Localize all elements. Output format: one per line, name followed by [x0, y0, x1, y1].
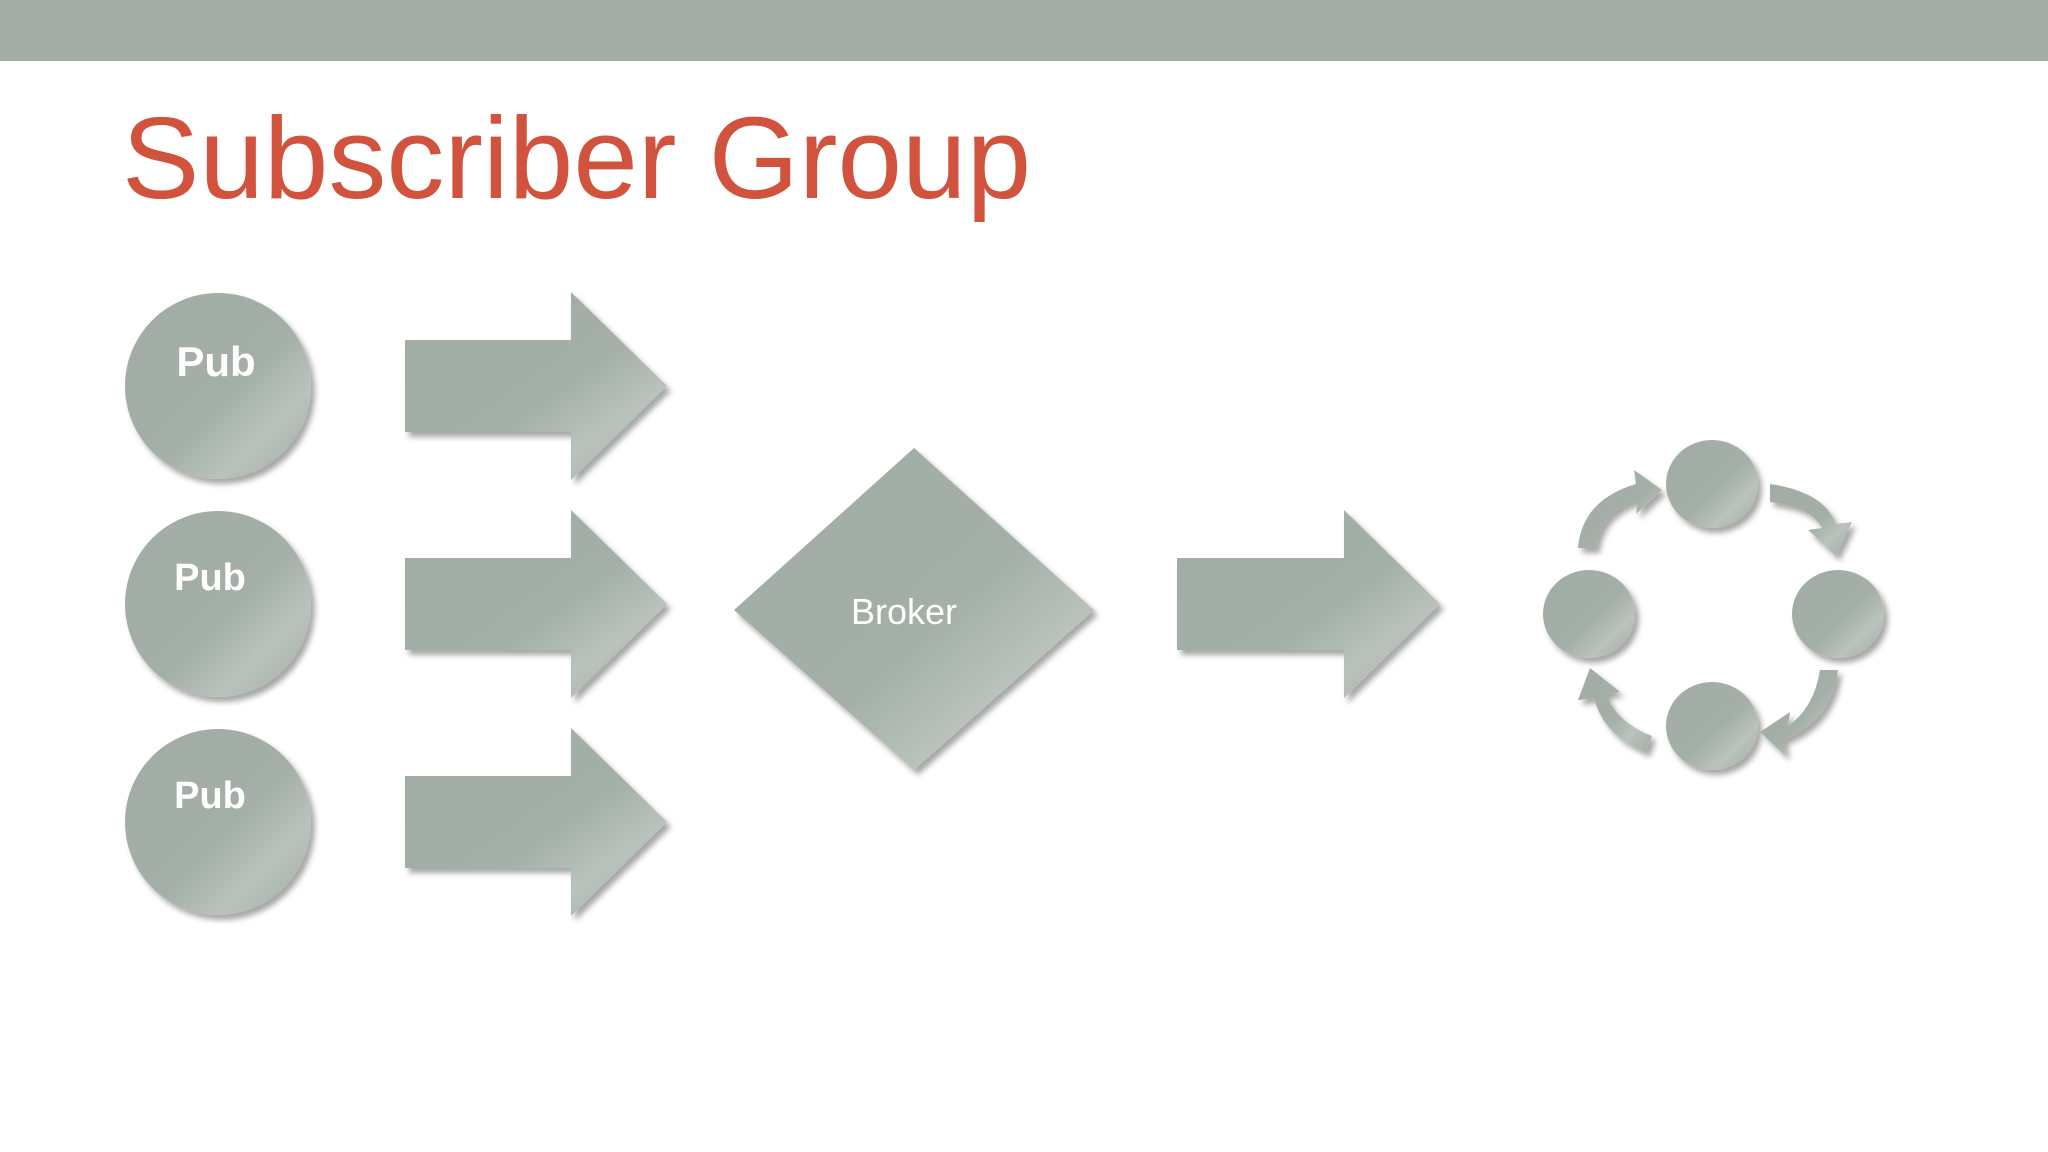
publisher-node-3: [125, 729, 311, 915]
publish-arrow-2: [405, 510, 667, 698]
subscriber-node-right: [1792, 570, 1884, 658]
subscriber-node-bottom: [1666, 682, 1758, 770]
cycle-arrow-top-right: [1770, 484, 1852, 556]
publisher-label-1: Pub: [176, 338, 255, 385]
subscriber-node-top: [1666, 440, 1758, 528]
slide-title: Subscriber Group: [122, 93, 1032, 223]
top-bar: [0, 0, 2048, 61]
cycle-arrow-top-left: [1578, 470, 1662, 548]
subscriber-group-cycle: [1543, 440, 1884, 770]
publisher-label-2: Pub: [174, 557, 246, 599]
delivery-arrow: [1177, 510, 1440, 698]
publisher-node-1: [125, 293, 311, 479]
broker-node: [734, 448, 1094, 770]
publish-arrow-1: [405, 292, 667, 480]
cycle-arrow-bottom-right: [1760, 670, 1838, 756]
subscriber-node-left: [1543, 570, 1635, 658]
publish-arrow-3: [405, 728, 667, 916]
publisher-node-2: [125, 511, 311, 697]
broker-label: Broker: [851, 591, 957, 632]
cycle-arrow-bottom-left: [1578, 668, 1652, 752]
publisher-label-3: Pub: [174, 775, 246, 817]
